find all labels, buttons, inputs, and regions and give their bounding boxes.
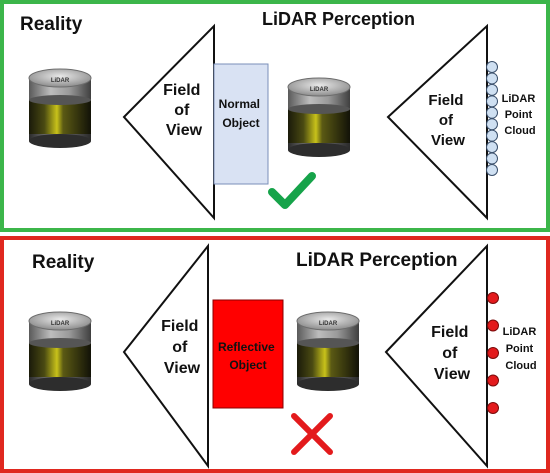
object-word: Object xyxy=(222,116,259,130)
top-right-field-of-view xyxy=(386,23,488,221)
top-perception-title: LiDAR Perception xyxy=(262,9,415,29)
top-section: Reality LiDAR Perception LiDAR Field of … xyxy=(20,9,539,221)
point-cloud-dot xyxy=(486,61,498,73)
bottom-right-lidar-sensor-icon: LiDAR xyxy=(296,311,360,392)
point-cloud-dot xyxy=(486,106,498,119)
point-cloud-dot xyxy=(487,319,499,332)
point-cloud-dot xyxy=(486,95,498,108)
point-cloud-dot xyxy=(487,402,499,414)
fov-word: Field xyxy=(428,92,463,109)
cloud-word: Point xyxy=(505,109,533,121)
bottom-point-cloud-label: LiDAR Point Cloud xyxy=(503,326,540,372)
bottom-section: Reality LiDAR Perception LiDAR Field of … xyxy=(28,243,540,470)
bottom-right-field-of-view xyxy=(384,243,488,469)
point-cloud-dot xyxy=(487,292,499,304)
top-reality-title: Reality xyxy=(20,14,83,35)
top-point-cloud-label: LiDAR Point Cloud xyxy=(502,93,539,137)
fov-word: Field xyxy=(431,324,468,341)
fov-word: View xyxy=(431,132,465,149)
sensor-label: LiDAR xyxy=(51,78,70,84)
point-cloud-dot xyxy=(486,152,498,165)
sensor-label: LiDAR xyxy=(319,321,338,327)
bottom-point-cloud xyxy=(487,292,499,414)
point-cloud-dot xyxy=(487,374,499,387)
fov-word: of xyxy=(439,112,454,129)
normal-object-label: Normal Object xyxy=(219,97,264,130)
fov-word: View xyxy=(166,122,203,139)
cloud-word: Cloud xyxy=(505,360,536,372)
point-cloud-dot xyxy=(486,164,498,176)
point-cloud-dot xyxy=(486,141,498,154)
top-left-lidar-sensor-icon: LiDAR xyxy=(28,68,92,149)
point-cloud-dot xyxy=(486,129,498,142)
normal-object xyxy=(213,63,269,185)
top-right-lidar-sensor-icon: LiDAR xyxy=(287,77,351,158)
fov-word: of xyxy=(172,339,188,356)
bottom-reality-title: Reality xyxy=(32,252,95,273)
sensor-label: LiDAR xyxy=(51,321,70,327)
top-left-fov-label: Field of View xyxy=(163,82,205,139)
object-word: Normal xyxy=(219,97,260,111)
reflective-object-label: Reflective Object xyxy=(218,340,278,372)
reflective-object xyxy=(212,299,284,409)
correct-detection-panel xyxy=(0,0,550,232)
top-right-fov-label: Field of View xyxy=(428,92,467,149)
bottom-left-lidar-sensor-icon: LiDAR xyxy=(28,311,92,392)
bottom-left-fov-label: Field of View xyxy=(161,318,203,377)
fov-word: View xyxy=(164,360,201,377)
fov-word: Field xyxy=(161,318,198,335)
sensor-label: LiDAR xyxy=(310,87,329,93)
bottom-left-field-of-view xyxy=(122,243,209,470)
fov-word: of xyxy=(174,102,190,119)
top-point-cloud xyxy=(486,61,498,176)
object-word: Reflective xyxy=(218,340,275,354)
cloud-word: LiDAR xyxy=(502,93,536,105)
object-word: Object xyxy=(229,358,266,372)
point-cloud-dot xyxy=(486,72,498,85)
point-cloud-dot xyxy=(487,347,499,359)
bottom-right-fov-label: Field of View xyxy=(431,324,473,383)
fov-word: of xyxy=(442,345,458,362)
point-cloud-dot xyxy=(486,118,498,131)
point-cloud-dot xyxy=(486,83,498,96)
cloud-word: Point xyxy=(506,343,534,355)
bottom-perception-title: LiDAR Perception xyxy=(296,250,458,271)
failed-detection-panel xyxy=(0,236,550,473)
fov-word: View xyxy=(434,366,471,383)
cross-icon xyxy=(291,413,333,455)
fov-word: Field xyxy=(163,82,200,99)
check-icon xyxy=(268,172,316,209)
cloud-word: Cloud xyxy=(504,125,535,137)
cloud-word: LiDAR xyxy=(503,326,537,338)
